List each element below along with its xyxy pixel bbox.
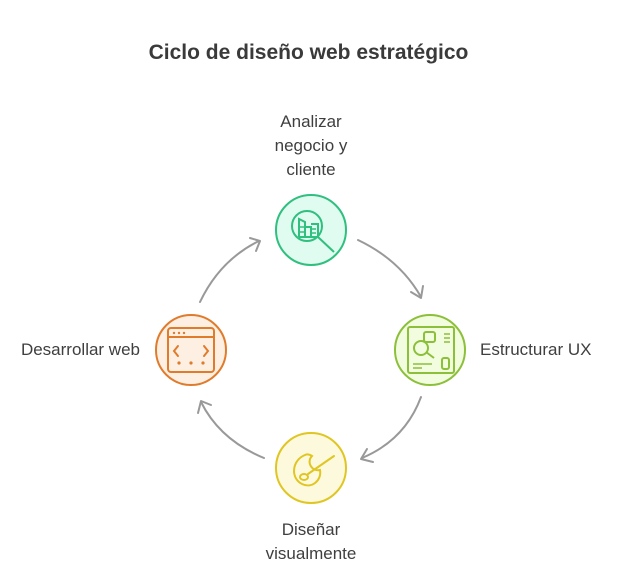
step-node-analyze bbox=[275, 194, 347, 266]
step-node-design bbox=[275, 432, 347, 504]
browser-code-icon bbox=[167, 327, 215, 373]
label-line: visualmente bbox=[265, 544, 357, 563]
label-line: negocio y bbox=[274, 136, 348, 155]
wireframe-layout-icon bbox=[407, 326, 455, 374]
label-line: Analizar bbox=[280, 112, 342, 131]
paint-palette-icon bbox=[293, 453, 335, 487]
step-label-structure: Estructurar UX bbox=[480, 340, 592, 359]
arrow-analyze-to-structure bbox=[357, 239, 424, 299]
step-node-structure bbox=[394, 314, 466, 386]
step-node-develop bbox=[155, 314, 227, 386]
step-label-design: Diseñar visualmente bbox=[211, 518, 411, 566]
label-line: Diseñar bbox=[281, 520, 341, 539]
building-search-icon bbox=[291, 210, 335, 253]
arrow-structure-to-design bbox=[360, 396, 422, 463]
arrow-design-to-develop bbox=[197, 400, 265, 459]
step-label-develop: Desarrollar web bbox=[20, 340, 140, 359]
step-label-analyze: Analizar negocio y cliente bbox=[211, 110, 411, 182]
arrow-develop-to-analyze bbox=[199, 237, 261, 303]
label-line: cliente bbox=[286, 160, 336, 179]
diagram-title: Ciclo de diseño web estratégico bbox=[148, 41, 469, 64]
